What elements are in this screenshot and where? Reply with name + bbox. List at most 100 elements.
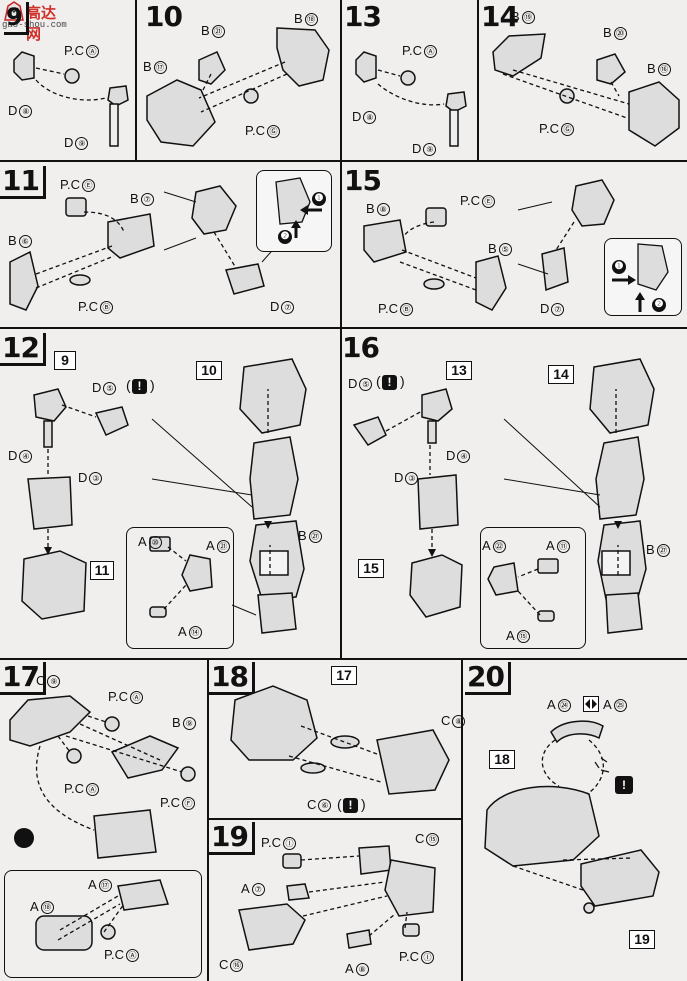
label-text: A [546,538,555,553]
step-number: 19 [209,822,255,855]
label-text: D [348,376,358,391]
step-number: 17 [0,662,46,695]
label-text: A [178,624,187,639]
label-circle: Ⓐ [424,45,437,58]
label-circle: Ⓔ [82,179,95,192]
label-text: B [172,715,181,730]
label-text: A [30,899,39,914]
label-text: A [547,697,556,712]
label-text: P.C [402,43,422,58]
label-circle: Ⓐ [130,691,143,704]
col-divider [207,660,209,981]
label-circle: ⑯ [657,63,671,76]
label-circle: ⑦ [551,303,565,316]
callout-drawing [275,177,322,238]
label-circle: ④ [19,450,33,463]
label-text: A [206,538,215,553]
label-circle: ⑧ [19,105,33,118]
label-circle: ⑱ [304,13,318,26]
label-circle: Ⓕ [182,797,195,810]
paren-close: ) [361,796,366,812]
step-18-drawing [230,685,450,795]
label-text: P.C [460,193,480,208]
label-circle: ③ [89,472,103,485]
label-text: P.C [399,949,419,964]
step-two-marker: ❷ [652,298,666,312]
label-text: B [511,9,520,24]
label-text: P.C [160,795,180,810]
label-circle: ⑯ [230,959,244,972]
label-circle: ㉗ [656,544,670,557]
label-text: P.C [261,835,281,850]
step-number: 16 [342,331,380,364]
label-text: P.C [78,299,98,314]
label-circle: ㉕ [613,699,627,712]
label-circle: Ⓘ [283,837,296,850]
swap-parts-icon [583,696,599,712]
step-19-drawing [238,845,436,951]
label-circle: Ⓔ [482,195,495,208]
paren-open: ( [376,373,381,389]
label-circle: ㉑ [216,540,230,553]
label-circle: ⑥ [318,799,332,812]
ref-step-17: 17 [331,666,357,685]
label-text: A [88,877,97,892]
step-number: 13 [344,0,382,33]
label-circle: ⑨ [75,137,89,150]
label-text: D [92,380,102,395]
label-circle: ㉑ [211,25,225,38]
label-circle: Ⓖ [267,125,280,138]
label-text: P.C [60,177,80,192]
label-circle: ⑮ [426,833,440,846]
label-text: D [8,448,18,463]
label-circle: ⑪ [556,540,570,553]
paren-close: ) [150,377,155,393]
label-circle: ⑨ [47,675,61,688]
label-circle: ⑤ [498,243,512,256]
label-text: A [241,881,250,896]
label-text: P.C [104,947,124,962]
ref-step-14: 14 [548,365,574,384]
label-circle: Ⓑ [400,303,413,316]
label-text: P.C [64,781,84,796]
step-11-drawing [9,185,279,311]
label-circle: Ⓖ [561,123,574,136]
ref-step-13: 13 [446,361,472,380]
label-circle: ④ [457,450,471,463]
label-circle: ⑧ [355,963,369,976]
label-text: P.C [108,689,128,704]
detail-inset [480,527,586,649]
ref-step-9: 9 [54,351,76,370]
step-17-drawing [9,695,196,951]
label-circle: ⑭ [188,626,202,639]
label-text: D [352,109,362,124]
label-circle: ⑳ [613,27,627,40]
col-divider [461,660,463,981]
